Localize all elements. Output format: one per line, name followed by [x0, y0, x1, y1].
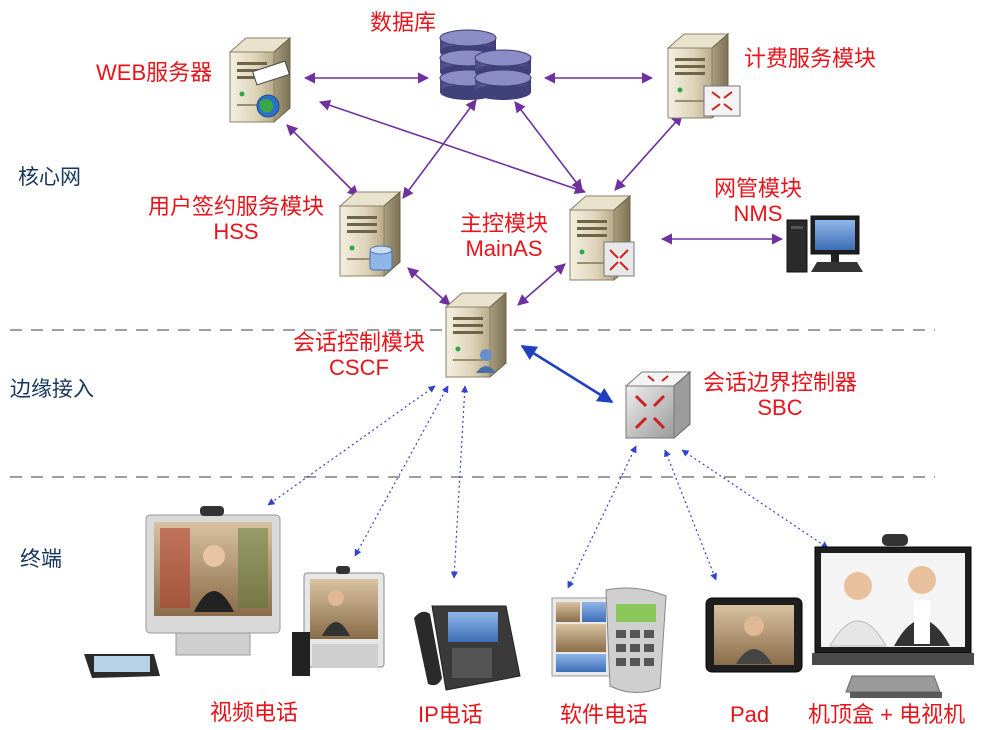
link-database-mainas [514, 101, 583, 191]
cscf-label: 会话控制模块 CSCF [284, 330, 434, 381]
tier-label-edge: 边缘接入 [10, 378, 94, 401]
mainas-label-name: 主控模块 [459, 211, 548, 236]
ip-phone-icon [414, 605, 521, 691]
link-cscf-video-phone-2 [354, 385, 449, 557]
link-billing-mainas [614, 114, 683, 191]
web-server-icon [229, 37, 291, 123]
link-sbc-pad [664, 449, 717, 581]
pad-icon [705, 597, 803, 673]
link-database-hss [402, 99, 477, 199]
billing-label: 计费服务模块 [744, 46, 877, 71]
soft-phone-label: 软件电话 [560, 702, 649, 727]
nms-label: 网管模块 NMS [706, 176, 810, 227]
cscf-server-icon [445, 292, 507, 378]
link-cscf-video-phone [267, 385, 436, 506]
core-links [286, 72, 784, 306]
database-label: 数据库 [370, 10, 437, 35]
sbc-label-code: SBC [757, 395, 803, 421]
mainas-label: 主控模块 MainAS [452, 211, 556, 262]
link-web-hss [286, 124, 359, 197]
link-sbc-stb-tv [681, 449, 829, 549]
tier-label-terminal: 终端 [20, 548, 62, 571]
link-sbc-soft-phone [567, 445, 637, 589]
link-cscf-sbc [520, 344, 614, 404]
ip-phone-label: IP电话 [418, 702, 483, 727]
terminal-links [267, 385, 829, 589]
pad-label: Pad [730, 702, 770, 727]
hss-label-name: 用户签约服务模块 [147, 194, 324, 219]
sbc-label-name: 会话边界控制器 [702, 370, 857, 395]
link-web-mainas [318, 99, 587, 195]
link-mainas-cscf [517, 263, 566, 306]
link-hss-cscf [407, 267, 451, 306]
hss-label: 用户签约服务模块 HSS [138, 194, 334, 245]
hss-label-code: HSS [213, 219, 259, 245]
video-phone-label: 视频电话 [210, 700, 299, 725]
tier-label-core: 核心网 [18, 166, 81, 189]
nms-label-name: 网管模块 [713, 176, 802, 201]
soft-phone-icon [551, 587, 667, 693]
stb-tv-icon [812, 534, 974, 698]
link-cscf-ip-phone [450, 385, 469, 579]
video-phone-icon [84, 506, 281, 678]
billing-server-icon [667, 33, 741, 119]
hss-server-icon [339, 191, 401, 277]
cscf-label-name: 会话控制模块 [292, 330, 425, 355]
database-icon [439, 29, 532, 101]
nms-label-code: NMS [733, 201, 783, 227]
mainas-server-icon [569, 195, 635, 281]
web-server-label: WEB服务器 [96, 60, 213, 85]
sbc-label: 会话边界控制器 SBC [694, 370, 866, 421]
cscf-label-code: CSCF [329, 355, 389, 381]
video-phone-desk-icon [292, 566, 385, 676]
sbc-router-icon [624, 370, 692, 440]
stb-tv-label: 机顶盒 + 电视机 [808, 702, 966, 727]
mainas-label-code: MainAS [465, 236, 543, 262]
nms-computer-icon [786, 215, 863, 273]
